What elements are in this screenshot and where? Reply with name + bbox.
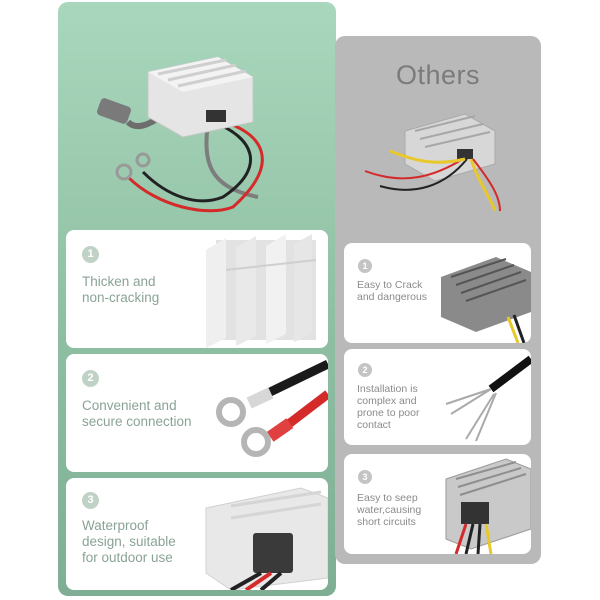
issue-card-1: 1 Easy to Crack and dangerous [344, 243, 531, 343]
converter-product-icon [445, 458, 531, 554]
feature-card-1: 1 Thicken and non-cracking [66, 230, 328, 348]
others-title: Others [395, 60, 481, 90]
feature-card-3: 3 Waterproof design, suitable for outdoo… [66, 478, 328, 590]
step-number: 1 [82, 246, 99, 263]
step-number: 2 [82, 370, 99, 387]
our-product-panel: 1 Thicken and non-cracking 2 Convenient … [58, 2, 336, 596]
step-number: 3 [82, 492, 99, 509]
feature-card-2: 2 Convenient and secure connection [66, 354, 328, 472]
others-panel: Others 1 Easy to Crack and dangerous 2 [335, 36, 541, 564]
heatsink-fins-icon [206, 234, 317, 348]
step-number: 1 [358, 259, 372, 273]
heatsink-fins-icon [441, 257, 531, 343]
issue-text: Installation is complex and prone to poo… [357, 383, 420, 431]
issue-card-2: 2 Installation is complex and prone to p… [344, 349, 531, 445]
step-number: 2 [358, 363, 372, 377]
converter-product-icon [97, 56, 264, 213]
feature-text: Waterproof design, suitable for outdoor … [82, 518, 176, 565]
ring-terminal-icon [216, 359, 328, 457]
issue-text: Easy to seep water,causing short circuit… [357, 492, 422, 528]
issue-text: Easy to Crack and dangerous [357, 279, 428, 303]
feature-text: Thicken and non-cracking [82, 274, 160, 305]
bare-wire-icon [445, 355, 531, 442]
converter-product-icon [205, 487, 328, 590]
step-number: 3 [358, 470, 372, 484]
converter-product-icon [364, 113, 501, 212]
feature-text: Convenient and secure connection [82, 398, 192, 429]
issue-card-3: 3 Easy to seep water,causing short circu… [344, 454, 531, 554]
